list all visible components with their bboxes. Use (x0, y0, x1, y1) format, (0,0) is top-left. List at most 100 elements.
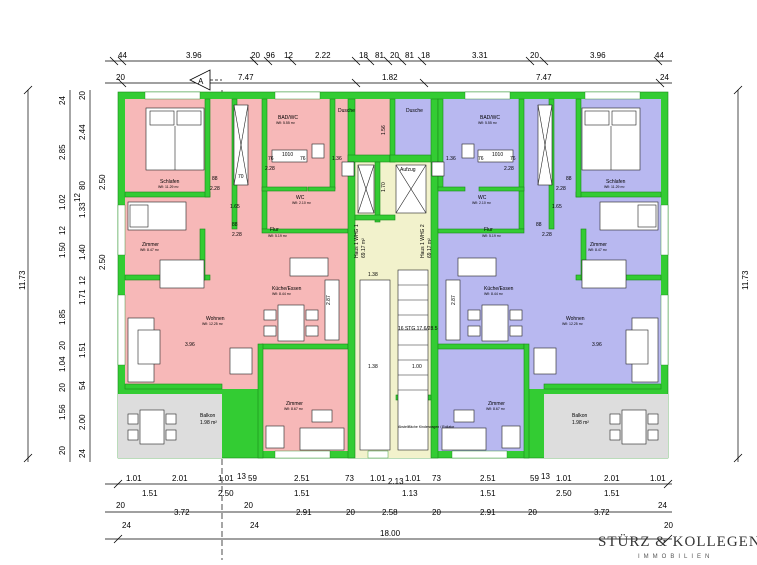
svg-text:1.00: 1.00 (412, 364, 422, 370)
svg-text:1.01: 1.01 (370, 474, 386, 483)
inner-dimensions: 2.28 88 1.65 2.28 88 70 76 1010 76 2.28 … (185, 125, 602, 370)
svg-text:1.36: 1.36 (446, 156, 456, 162)
section-marker-label: A (198, 77, 204, 86)
dim-left-6: 12 (73, 193, 82, 202)
svg-text:76: 76 (510, 156, 516, 162)
svg-text:88: 88 (566, 176, 572, 182)
dim-left-1: 20 (78, 91, 87, 100)
dim-top1-11: 3.31 (472, 51, 488, 60)
svg-text:1.51: 1.51 (294, 489, 310, 498)
dim-left-outer: 11.73 (18, 270, 27, 290)
dim-top2-2: 1.82 (382, 73, 398, 82)
svg-text:2.51: 2.51 (480, 474, 496, 483)
svg-text:88: 88 (212, 176, 218, 182)
dim-left-11: 12 (78, 276, 87, 285)
dim-left-17: 20 (58, 383, 67, 392)
svg-text:2.91: 2.91 (296, 508, 312, 517)
svg-text:2.87: 2.87 (326, 295, 332, 305)
dim-left-2: 2.44 (78, 124, 87, 140)
svg-text:3.72: 3.72 (174, 508, 190, 517)
dim-left-16: 1.51 (78, 342, 87, 358)
svg-text:20: 20 (432, 508, 441, 517)
room-zimmer-right-area: Wfl: 8.47 m² (588, 248, 608, 252)
svg-text:2.28: 2.28 (504, 166, 514, 172)
staircase (357, 164, 429, 451)
room-labels-right: Schlafen Wfl: 11.29 m² BAD/WC Wfl: 5.55 … (406, 108, 626, 426)
room-balkon-right-area: 1.98 m² (572, 420, 589, 426)
room-balkon-right-name: Balkon (572, 413, 588, 419)
room-dusche-left-name: Dusche (338, 108, 355, 114)
svg-text:20: 20 (116, 501, 125, 510)
unit-right-area: 69.17 m² (427, 238, 433, 258)
room-dusche-right-name: Dusche (406, 108, 423, 114)
logo-subtext: IMMOBILIEN (638, 554, 713, 560)
dim-top1-0: 44 (118, 51, 127, 60)
dim-left-4: 80 (78, 181, 87, 190)
svg-text:1.65: 1.65 (230, 204, 240, 210)
svg-text:2.50: 2.50 (556, 489, 572, 498)
svg-text:20: 20 (244, 501, 253, 510)
svg-text:1.38: 1.38 (368, 272, 378, 278)
room-schlafen-left-name: Schlafen (160, 179, 180, 185)
dim-left-0: 24 (58, 96, 67, 105)
stair-steps-label: 16 STG 17.6/28.5 (398, 326, 438, 332)
unit-left-label: Haus 1 WHG 1 (354, 224, 360, 258)
dim-top1-8: 20 (390, 51, 399, 60)
dim-top1-6: 18 (359, 51, 368, 60)
dim-left-5: 1.02 (58, 194, 67, 210)
room-bad-left-name: BAD/WC (278, 115, 298, 121)
dim-left-mid-0: 2.50 (98, 174, 107, 190)
room-wc-right-area: Wfl: 2.10 m² (472, 201, 492, 205)
room-kueche-left-name: Küche/Essen (272, 286, 302, 292)
room-bad-left-area: Wfl: 5.55 m² (276, 121, 296, 125)
room-bad-right-name: BAD/WC (480, 115, 500, 121)
furniture-right (431, 104, 659, 451)
dim-left-19: 2.00 (78, 414, 87, 430)
dim-left-21: 24 (78, 449, 87, 458)
dim-left-3: 2.85 (58, 144, 67, 160)
svg-text:24: 24 (658, 501, 667, 510)
room-kueche-right-area: Wfl: 8.44 m² (484, 292, 504, 296)
dim-top1-9: 81 (405, 51, 414, 60)
svg-text:1.36: 1.36 (332, 156, 342, 162)
svg-text:20: 20 (528, 508, 537, 517)
room-zimmer2-left-area: Wfl: 8.67 m² (284, 407, 304, 411)
svg-text:24: 24 (250, 521, 259, 530)
svg-text:13: 13 (237, 472, 246, 481)
dim-left-20: 20 (58, 446, 67, 455)
dim-top1-5: 2.22 (315, 51, 331, 60)
windows (117, 91, 669, 459)
svg-text:1.01: 1.01 (556, 474, 572, 483)
svg-text:2.28: 2.28 (542, 232, 552, 238)
svg-text:59: 59 (248, 474, 257, 483)
room-schlafen-right-area: Wfl: 11.29 m² (604, 185, 625, 189)
abstell-label: Abstellfläche Kinderwagen / Rollator (398, 425, 455, 429)
room-kueche-left-area: Wfl: 8.44 m² (272, 292, 292, 296)
dim-top2-1: 7.47 (238, 73, 254, 82)
svg-text:3.72: 3.72 (594, 508, 610, 517)
svg-text:2.91: 2.91 (480, 508, 496, 517)
dim-left-15: 1.04 (58, 356, 67, 372)
svg-text:73: 73 (345, 474, 354, 483)
unit-left-area: 69.17 m² (361, 238, 367, 258)
room-wc-left-area: Wfl: 2.10 m² (292, 201, 312, 205)
dim-top1-10: 18 (421, 51, 430, 60)
room-zimmer-right-name: Zimmer (590, 242, 607, 248)
svg-text:73: 73 (432, 474, 441, 483)
room-zimmer-left-area: Wfl: 8.47 m² (140, 248, 160, 252)
svg-text:2.01: 2.01 (604, 474, 620, 483)
balcony-right (544, 394, 668, 458)
inner-walls-left (124, 98, 391, 459)
svg-text:1.51: 1.51 (604, 489, 620, 498)
svg-text:2.87: 2.87 (451, 295, 457, 305)
dim-top1-13: 3.96 (590, 51, 606, 60)
svg-text:1010: 1010 (282, 152, 293, 158)
dim-bottom-total: 18.00 (380, 529, 401, 538)
dim-left-9: 1.50 (58, 242, 67, 258)
room-flur-right-name: Flur (484, 227, 493, 233)
svg-text:1.51: 1.51 (480, 489, 496, 498)
svg-text:2.13: 2.13 (388, 477, 404, 486)
dim-top1-7: 81 (375, 51, 384, 60)
furniture-left (127, 104, 355, 451)
